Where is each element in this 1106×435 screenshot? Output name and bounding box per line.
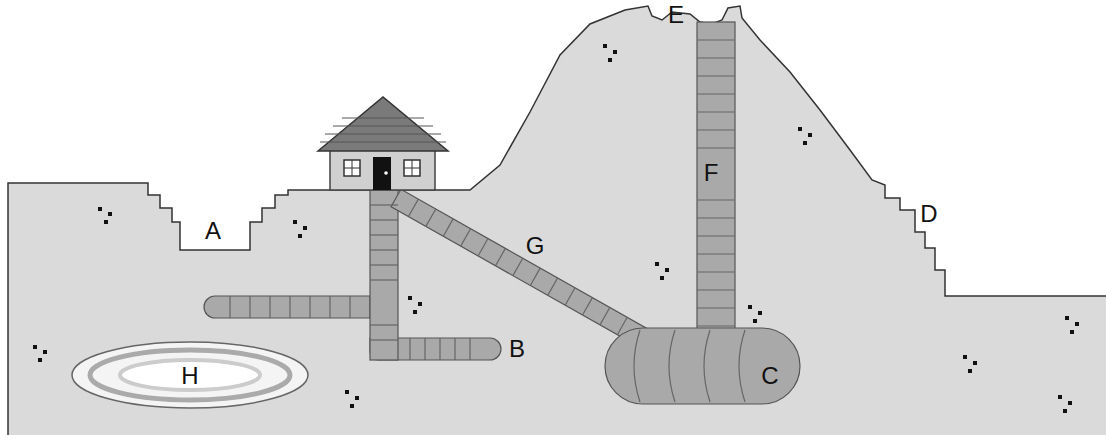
part-letter: B bbox=[509, 337, 525, 361]
house bbox=[318, 97, 448, 190]
tunnel bbox=[204, 189, 662, 360]
part-letter: G bbox=[526, 234, 545, 258]
part-letter: A bbox=[205, 219, 221, 243]
cave-chamber bbox=[605, 328, 800, 404]
part-letter: H bbox=[181, 364, 198, 388]
soil-specks bbox=[33, 44, 1079, 413]
part-letter: F bbox=[704, 161, 719, 185]
part-letter: D bbox=[920, 202, 937, 226]
part-letter: C bbox=[761, 364, 778, 388]
part-letter: E bbox=[668, 3, 684, 27]
underground-lake bbox=[72, 342, 308, 408]
ground-outline bbox=[8, 6, 1106, 435]
vertical-shaft bbox=[697, 22, 735, 352]
ground-section bbox=[8, 6, 1106, 435]
